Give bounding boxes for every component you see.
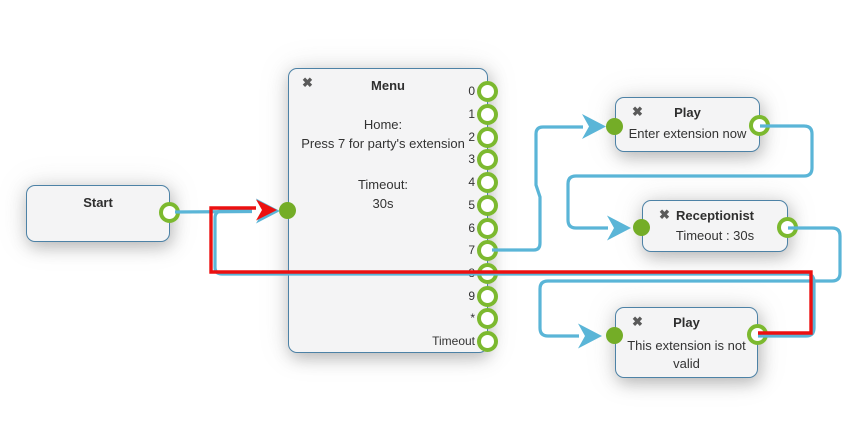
node-play-invalid-text: This extension is not valid xyxy=(627,338,746,371)
menu-port-ring-Timeout[interactable] xyxy=(477,330,498,352)
menu-input-port[interactable] xyxy=(279,202,296,219)
node-play-enter-title: Play xyxy=(674,105,701,120)
menu-port-ring-*[interactable] xyxy=(477,307,498,329)
menu-port-label-0: 0 xyxy=(468,84,475,98)
menu-port-ring-9[interactable] xyxy=(477,285,498,307)
menu-port-ring-7[interactable] xyxy=(477,239,498,261)
menu-port-ring-2[interactable] xyxy=(477,126,498,148)
connector-menu7-to-play-enter[interactable] xyxy=(492,125,583,252)
menu-port-label-9: 9 xyxy=(468,289,475,303)
menu-port-ring-0[interactable] xyxy=(477,80,498,102)
menu-port-label-Timeout: Timeout xyxy=(432,334,475,348)
menu-port-label-5: 5 xyxy=(468,198,475,212)
node-receptionist-text: Timeout : 30s xyxy=(675,228,755,243)
receptionist-input-port[interactable] xyxy=(633,219,650,236)
menu-port-label-3: 3 xyxy=(468,152,475,166)
menu-port-label-2: 2 xyxy=(468,130,475,144)
menu-home-text: Press 7 for party's extension xyxy=(301,136,465,151)
menu-port-ring-8[interactable] xyxy=(477,262,498,284)
menu-port-ring-4[interactable] xyxy=(477,171,498,193)
menu-port-label-1: 1 xyxy=(468,107,475,121)
arrowhead-menu-input-red[interactable] xyxy=(256,199,277,221)
menu-port-ring-1[interactable] xyxy=(477,103,498,125)
menu-port-label-4: 4 xyxy=(468,175,475,189)
node-start-title: Start xyxy=(83,195,113,210)
menu-port-ring-5[interactable] xyxy=(477,194,498,216)
start-output-port[interactable] xyxy=(159,202,180,223)
menu-port-ring-6[interactable] xyxy=(477,217,498,239)
node-receptionist[interactable]: ✖ Receptionist Timeout : 30s xyxy=(642,200,788,252)
node-play-enter[interactable]: ✖ Play Enter extension now xyxy=(615,97,760,152)
node-play-enter-text: Enter extension now xyxy=(628,126,747,141)
close-icon[interactable]: ✖ xyxy=(302,75,313,90)
menu-port-label-8: 8 xyxy=(468,266,475,280)
node-play-invalid[interactable]: ✖ Play This extension is not valid xyxy=(615,307,758,378)
receptionist-output-port[interactable] xyxy=(777,217,798,238)
arrowhead-menu-input[interactable] xyxy=(256,198,280,224)
play-enter-input-port[interactable] xyxy=(606,118,623,135)
menu-home-label: Home: xyxy=(363,117,403,132)
menu-port-ring-3[interactable] xyxy=(477,148,498,170)
node-play-invalid-title: Play xyxy=(673,315,700,330)
arrowhead-play-enter-input[interactable] xyxy=(582,114,606,139)
play-enter-output-port[interactable] xyxy=(749,115,770,136)
node-receptionist-title: Receptionist xyxy=(675,208,754,223)
node-start[interactable]: Start xyxy=(26,185,170,242)
play-invalid-input-port[interactable] xyxy=(606,327,623,344)
menu-port-label-6: 6 xyxy=(468,221,475,235)
arrowhead-receptionist-input[interactable] xyxy=(607,215,631,241)
play-invalid-output-port[interactable] xyxy=(747,324,768,345)
menu-port-label-*: * xyxy=(470,311,475,325)
menu-port-label-7: 7 xyxy=(468,243,475,257)
menu-timeout-label: Timeout: xyxy=(357,177,409,192)
connector-start-to-menu[interactable] xyxy=(174,209,253,214)
arrowhead-play-invalid-input[interactable] xyxy=(578,323,602,349)
close-icon[interactable]: ✖ xyxy=(632,104,643,119)
node-menu-title: Menu xyxy=(371,78,405,93)
